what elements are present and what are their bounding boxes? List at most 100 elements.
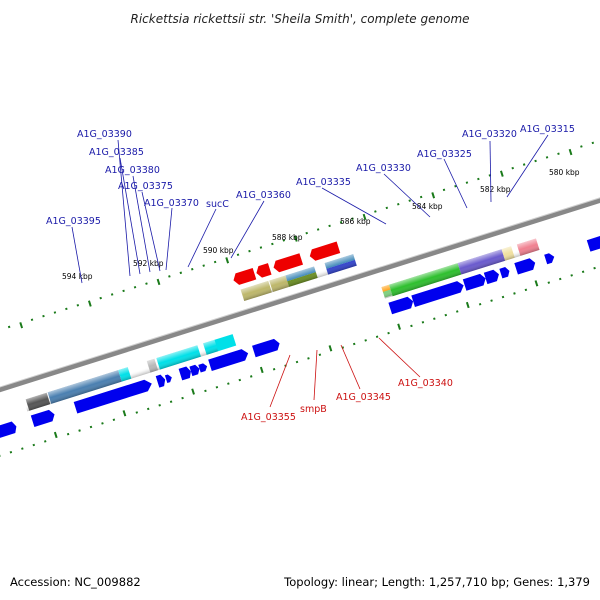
kbp-label: 590 kbp [203, 246, 234, 255]
cds-arrow[interactable] [208, 348, 250, 372]
minor-tick [158, 404, 161, 407]
cds-arrow[interactable] [232, 267, 257, 286]
gene-label[interactable]: A1G_03335 [296, 177, 351, 188]
cds-arrow[interactable] [252, 338, 281, 358]
minor-tick [433, 317, 436, 320]
genome-backbone [0, 166, 600, 424]
forward-tick-track [0, 266, 596, 458]
cds-arrow[interactable] [178, 366, 193, 381]
cds-arrow[interactable] [272, 253, 304, 273]
gene-label[interactable]: A1G_03375 [118, 181, 173, 192]
minor-tick [295, 360, 299, 364]
cds-arrow[interactable] [586, 234, 600, 252]
cds-arrow[interactable] [30, 409, 57, 427]
kbp-label: 594 kbp [62, 272, 93, 281]
minor-tick [169, 400, 173, 403]
cds-arrow[interactable] [411, 280, 465, 307]
minor-tick [236, 253, 240, 257]
map-title: Rickettsia rickettsii str. 'Sheila Smith… [130, 12, 469, 26]
cds-arrow[interactable] [73, 378, 154, 414]
gene-label[interactable]: A1G_03370 [144, 198, 199, 209]
major-tick [465, 301, 470, 309]
gene-label[interactable]: A1G_03340 [398, 378, 453, 389]
kbp-label: 584 kbp [412, 202, 443, 211]
summary-text: Topology: linear; Length: 1,257,710 bp; … [283, 575, 590, 589]
minor-tick [385, 206, 389, 210]
major-tick [362, 213, 367, 221]
minor-tick [557, 152, 560, 155]
cds-arrow[interactable] [0, 421, 18, 439]
forward-leader-lines [71, 134, 549, 284]
cds-arrow[interactable] [155, 374, 167, 388]
minor-tick [570, 274, 573, 277]
cds-arrow[interactable] [255, 263, 272, 279]
minor-tick [581, 270, 585, 274]
gene-label[interactable]: A1G_03345 [336, 392, 391, 403]
minor-tick [215, 386, 219, 389]
cds-arrow[interactable] [483, 268, 501, 285]
minor-tick [181, 396, 184, 400]
track-group [0, 141, 600, 458]
gene-label[interactable]: A1G_03330 [356, 163, 411, 174]
minor-tick [410, 324, 413, 328]
minor-tick [593, 266, 596, 270]
cds-arrow[interactable] [514, 257, 537, 275]
gene-label[interactable]: sucC [206, 199, 229, 210]
minor-tick [168, 275, 171, 278]
kbp-label: 582 kbp [480, 185, 511, 194]
minor-tick [0, 454, 1, 458]
minor-tick [42, 314, 45, 318]
cds-arrow[interactable] [164, 374, 173, 383]
cds-arrow[interactable] [388, 296, 414, 315]
minor-tick [146, 407, 150, 411]
minor-tick [419, 195, 423, 199]
cds-arrow[interactable] [462, 273, 488, 291]
minor-tick [110, 293, 114, 296]
major-tick [568, 148, 573, 156]
minor-tick [191, 267, 194, 271]
gene-label[interactable]: A1G_03315 [520, 124, 575, 135]
minor-tick [249, 375, 253, 378]
kbp-label: 586 kbp [340, 217, 371, 226]
gene-label[interactable]: smpB [300, 404, 327, 415]
gene-label[interactable]: A1G_03325 [417, 149, 472, 160]
cds-arrow[interactable] [499, 266, 511, 279]
minor-tick [465, 181, 469, 184]
minor-tick [307, 357, 310, 360]
gene-label[interactable]: A1G_03360 [236, 190, 291, 201]
minor-tick [351, 217, 354, 220]
gene-label[interactable]: A1G_03380 [105, 165, 160, 176]
accession-text: Accession: NC_009882 [10, 575, 141, 589]
minor-tick [547, 281, 551, 284]
minor-tick [21, 447, 24, 450]
cds-arrow[interactable] [308, 241, 341, 262]
major-tick [259, 366, 264, 374]
minor-tick [32, 443, 36, 447]
minor-tick [490, 299, 493, 302]
minor-tick [397, 202, 400, 206]
reverse-leader-lines [269, 337, 421, 408]
gene-label[interactable]: A1G_03395 [46, 216, 101, 227]
gene-label[interactable]: A1G_03385 [89, 147, 144, 158]
minor-tick [78, 429, 81, 432]
major-tick [19, 322, 24, 329]
cds-arrow[interactable] [198, 362, 208, 373]
minor-tick [375, 335, 379, 338]
cds-arrow[interactable] [544, 252, 556, 265]
minor-tick [513, 292, 516, 295]
minor-tick [501, 295, 505, 299]
gene-label[interactable]: A1G_03355 [241, 412, 296, 423]
major-tick [534, 280, 539, 287]
gene-label[interactable]: A1G_03320 [462, 129, 517, 140]
gene-label[interactable]: A1G_03390 [77, 129, 132, 140]
minor-tick [179, 271, 183, 275]
minor-tick [248, 249, 251, 253]
major-tick [156, 278, 161, 286]
minor-tick [271, 242, 274, 246]
forward-cds-track [0, 234, 600, 439]
minor-tick [204, 389, 207, 393]
minor-tick [442, 188, 446, 192]
minor-tick [545, 156, 549, 159]
major-tick [88, 300, 92, 307]
cds-arrow[interactable] [189, 364, 201, 377]
